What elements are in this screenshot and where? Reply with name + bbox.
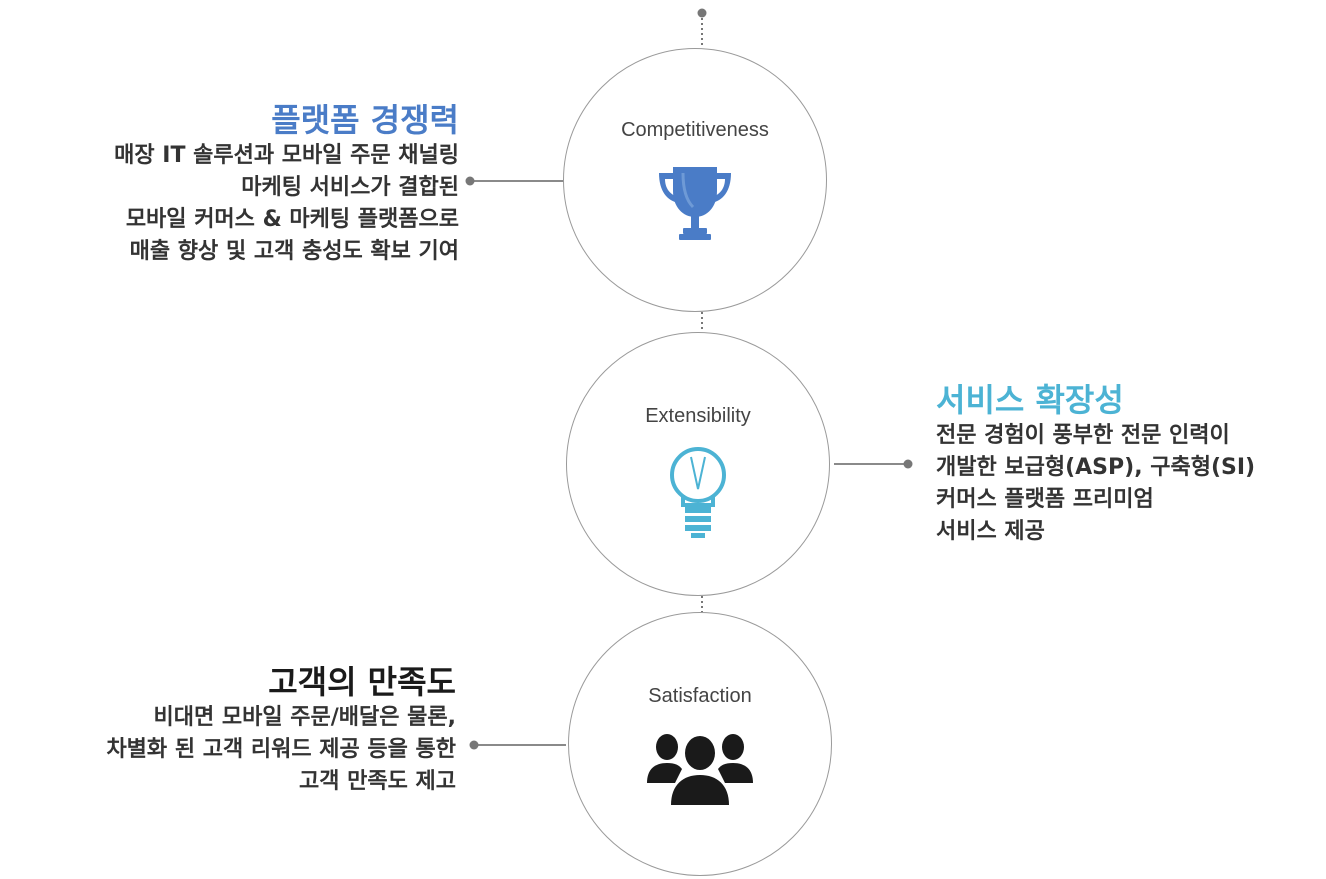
satisfaction-block: 고객의 만족도 비대면 모바일 주문/배달은 물론, 차별화 된 고객 리워드 … [106, 662, 456, 798]
competitiveness-circle: Competitiveness [563, 48, 827, 312]
extensibility-line-2: 개발한 보급형(ASP), 구축형(SI) [936, 455, 1256, 480]
satisfaction-label: Satisfaction [648, 685, 752, 707]
competitiveness-block: 플랫폼 경쟁력 매장 IT 솔루션과 모바일 주문 채널링 마케팅 서비스가 결… [114, 100, 459, 268]
extensibility-line-1: 전문 경험이 풍부한 전문 인력이 [936, 423, 1230, 448]
competitiveness-dot [465, 176, 475, 186]
extensibility-line-4: 서비스 제공 [936, 519, 1045, 544]
extensibility-title: 서비스 확장성 [936, 381, 1124, 419]
competitiveness-line-1: 매장 IT 솔루션과 모바일 주문 채널링 [114, 143, 459, 168]
competitiveness-line-3: 모바일 커머스 & 마케팅 플랫폼으로 [125, 207, 459, 232]
extensibility-circle: Extensibility [566, 332, 830, 596]
satisfaction-circle: Satisfaction [568, 612, 832, 876]
competitiveness-line-4: 매출 향상 및 고객 충성도 확보 기여 [129, 239, 459, 264]
lightbulb-icon [663, 443, 733, 543]
extensibility-block: 서비스 확장성 전문 경험이 풍부한 전문 인력이 개발한 보급형(ASP), … [936, 380, 1255, 548]
satisfaction-line-3: 고객 만족도 제고 [299, 769, 456, 794]
satisfaction-title: 고객의 만족도 [268, 663, 456, 701]
competitiveness-line-2: 마케팅 서비스가 결합된 [241, 175, 459, 200]
top-dot [697, 8, 707, 18]
extensibility-line-3: 커머스 플랫폼 프리미엄 [936, 487, 1154, 512]
extensibility-label: Extensibility [645, 405, 751, 427]
people-group-icon [645, 727, 755, 807]
competitiveness-title: 플랫폼 경쟁력 [271, 101, 459, 139]
satisfaction-line-2: 차별화 된 고객 리워드 제공 등을 통한 [106, 737, 456, 762]
competitiveness-label: Competitiveness [621, 119, 769, 141]
satisfaction-line-1: 비대면 모바일 주문/배달은 물론, [153, 705, 457, 730]
extensibility-dot [903, 459, 913, 469]
trophy-icon [653, 161, 737, 245]
satisfaction-dot [469, 740, 479, 750]
